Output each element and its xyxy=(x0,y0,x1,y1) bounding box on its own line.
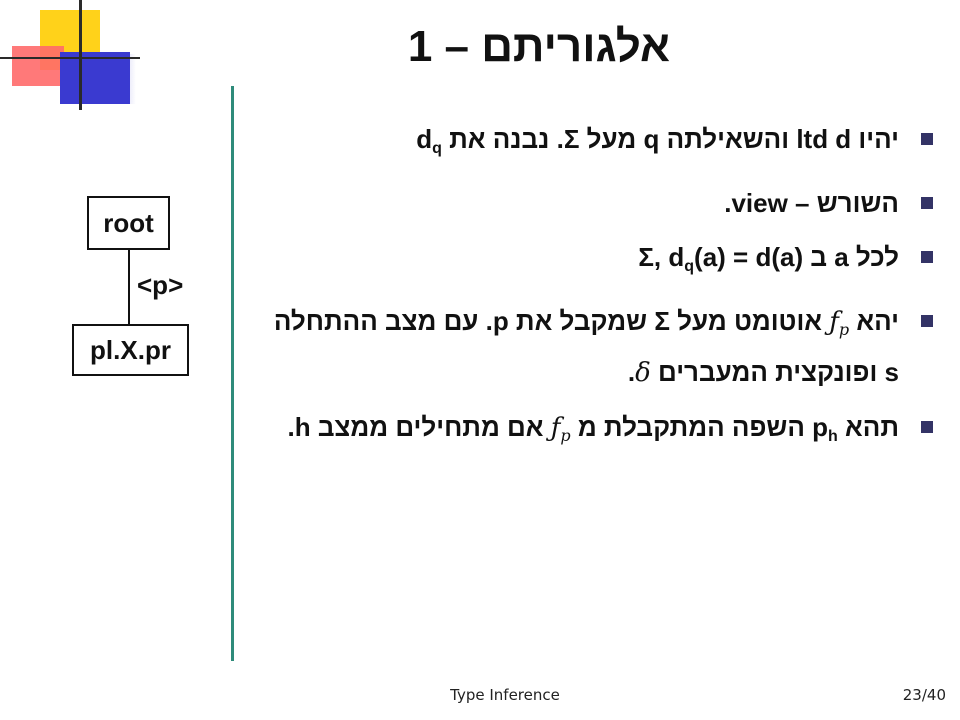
bullet-1: יהיו ltd d והשאילתה q מעל Σ. נבנה את dq xyxy=(255,118,935,170)
tree-child-node: pl.X.pr xyxy=(72,324,189,376)
formula: dq(a) = d(a) xyxy=(668,242,804,275)
vertical-divider xyxy=(231,86,234,661)
decor-blue-fade xyxy=(96,54,136,104)
tree-root-node: root xyxy=(87,196,170,250)
bullet-marker xyxy=(921,315,933,327)
bullet-marker xyxy=(921,133,933,145)
tree-edge-label: <p> xyxy=(137,270,184,300)
ph-symbol: ph xyxy=(812,412,838,445)
slide-title: אלגוריתם – 1 xyxy=(407,22,670,71)
bullet-2: השורש – view. xyxy=(255,182,935,224)
bullet-marker xyxy=(921,197,933,209)
bullet-3: לכל a ב Σ, dq(a) = d(a) xyxy=(255,236,935,288)
bullet-marker xyxy=(921,251,933,263)
dq-symbol: dq xyxy=(416,124,442,157)
decor-vertical-line xyxy=(79,0,82,110)
automaton-symbol: ƒp xyxy=(829,307,850,339)
automaton-symbol: ƒp xyxy=(550,413,571,445)
decor-horizontal-line xyxy=(0,57,140,59)
page-number: 23/40 xyxy=(902,686,946,704)
bullet-marker xyxy=(921,421,933,433)
bullet-list: יהיו ltd d והשאילתה q מעל Σ. נבנה את dq … xyxy=(255,118,935,470)
bullet-5: תהא ph השפה המתקבלת מ ƒp אם מתחילים ממצב… xyxy=(255,406,935,458)
bullet-4: יהא ƒp אוטומט מעל Σ שמקבל את p. עם מצב ה… xyxy=(255,300,935,394)
tree-edge xyxy=(128,250,130,324)
decor-red-square xyxy=(12,46,64,86)
footer-title: Type Inference xyxy=(450,686,560,704)
